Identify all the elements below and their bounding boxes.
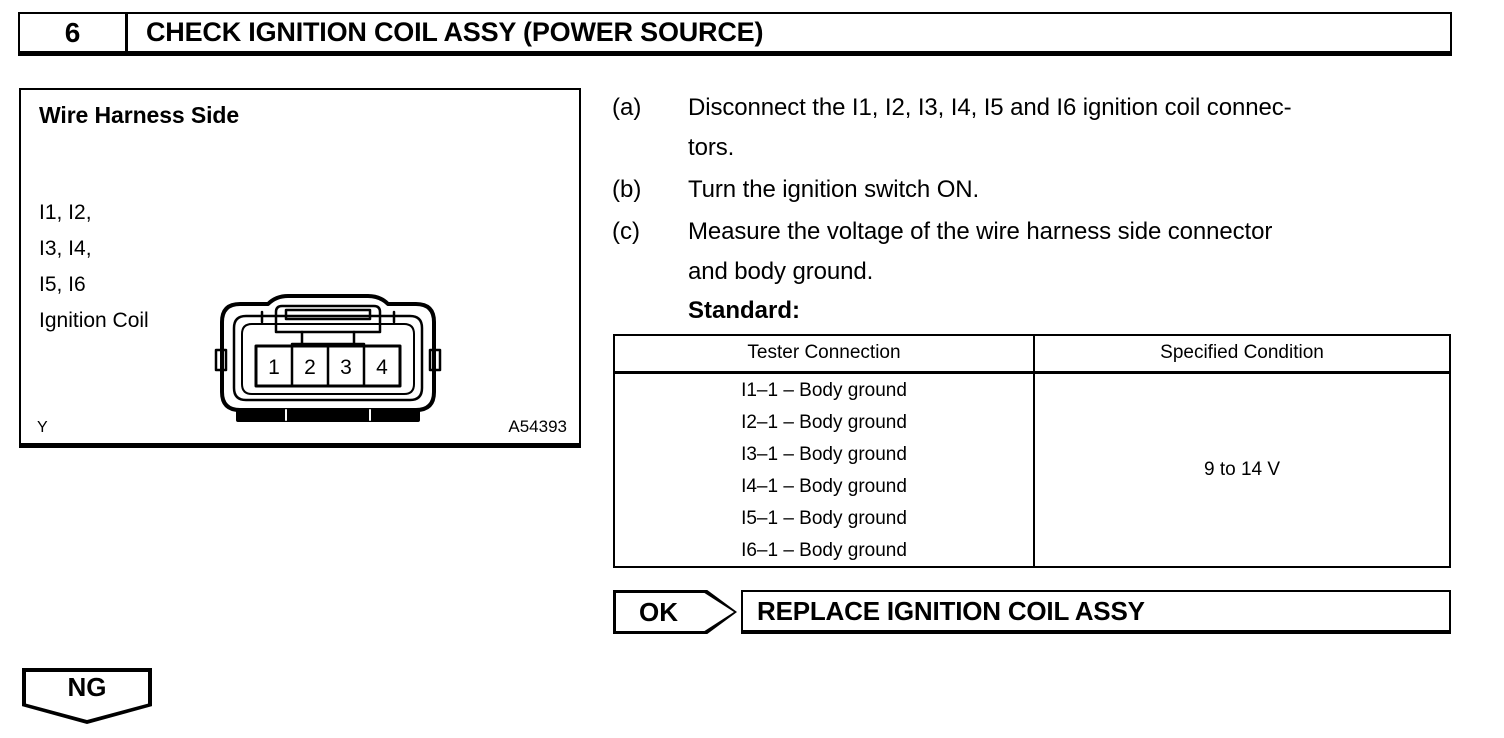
tester-connection-1: I1–1 – Body ground — [613, 371, 1035, 406]
table-row: I2–1 – Body ground — [613, 406, 1450, 438]
procedure-step-c: (c) Measure the voltage of the wire harn… — [612, 212, 1458, 292]
diagram-code-right: A54393 — [508, 417, 567, 436]
procedure-marker-a: (a) — [612, 94, 642, 121]
ok-result-row: OK REPLACE IGNITION COIL ASSY — [613, 590, 1451, 634]
connector-label-line-2: I3, I4, — [39, 237, 92, 260]
ng-badge-label: NG — [67, 672, 107, 702]
procedure-text-a: Disconnect the I1, I2, I3, I4, I5 and I6… — [688, 88, 1292, 168]
pin-number-2: 2 — [304, 356, 316, 379]
step-title: CHECK IGNITION COIL ASSY (POWER SOURCE) — [146, 17, 764, 47]
column-header-tester-connection: Tester Connection — [613, 334, 1035, 374]
procedure-steps: (a) Disconnect the I1, I2, I3, I4, I5 an… — [612, 88, 1458, 328]
pin-number-1: 1 — [268, 356, 280, 379]
tester-connection-2: I2–1 – Body ground — [613, 406, 1035, 438]
table-row: I4–1 – Body ground — [613, 470, 1450, 502]
table-row: I6–1 – Body ground — [613, 534, 1450, 568]
tester-connection-3: I3–1 – Body ground — [613, 438, 1035, 470]
procedure-text-a-line1: Disconnect the I1, I2, I3, I4, I5 and I6… — [688, 94, 1292, 121]
connector-label-block: I1, I2, I3, I4, I5, I6 Ignition Coil — [39, 195, 149, 339]
procedure-step-a: (a) Disconnect the I1, I2, I3, I4, I5 an… — [612, 88, 1458, 168]
table-row: I5–1 – Body ground — [613, 502, 1450, 534]
procedure-marker-b: (b) — [612, 176, 642, 203]
connector-label-line-4: Ignition Coil — [39, 309, 149, 332]
table-header-row: Tester Connection Specified Condition — [613, 334, 1451, 374]
table-row: I1–1 – Body ground 9 to 14 V — [613, 371, 1451, 568]
ok-action-box: REPLACE IGNITION COIL ASSY — [741, 590, 1451, 634]
step-title-cell: CHECK IGNITION COIL ASSY (POWER SOURCE) — [128, 14, 1450, 51]
specification-table: Tester Connection Specified Condition I1… — [613, 334, 1451, 568]
specified-condition-value: 9 to 14 V — [1033, 371, 1451, 568]
connector-label-line-3: I5, I6 — [39, 273, 86, 296]
diagram-code-left: Y — [37, 419, 48, 436]
diagram-title: Wire Harness Side — [39, 102, 240, 128]
tester-connection-6: I6–1 – Body ground — [613, 534, 1035, 568]
procedure-marker-c: (c) — [612, 218, 640, 245]
procedure-text-b: Turn the ignition switch ON. — [688, 170, 979, 210]
step-header-bar: 6 CHECK IGNITION COIL ASSY (POWER SOURCE… — [18, 12, 1452, 56]
ok-action-label: REPLACE IGNITION COIL ASSY — [757, 595, 1145, 626]
step-number-cell: 6 — [20, 14, 128, 51]
procedure-text-b-line1: Turn the ignition switch ON. — [688, 176, 980, 203]
ok-badge-label: OK — [639, 596, 678, 627]
wire-harness-diagram-panel: Wire Harness Side I1, I2, I3, I4, I5, I6… — [19, 88, 581, 448]
connector-svg: 1 2 3 4 — [214, 294, 442, 422]
column-header-specified-condition: Specified Condition — [1033, 334, 1451, 374]
procedure-step-b: (b) Turn the ignition switch ON. — [612, 170, 1458, 210]
procedure-text-c: Measure the voltage of the wire harness … — [688, 212, 1272, 292]
ignition-coil-connector-illustration: 1 2 3 4 — [204, 288, 452, 430]
tester-connection-5: I5–1 – Body ground — [613, 502, 1035, 534]
procedure-text-c-line1: Measure the voltage of the wire harness … — [688, 218, 1273, 245]
pin-number-3: 3 — [340, 356, 352, 379]
tester-connection-4: I4–1 – Body ground — [613, 470, 1035, 502]
pin-number-4: 4 — [376, 356, 388, 379]
connector-label-line-1: I1, I2, — [39, 201, 92, 224]
ok-badge: OK — [613, 590, 737, 634]
procedure-text-c-line2: and body ground. — [688, 258, 874, 285]
standard-label: Standard: — [688, 297, 801, 324]
procedure-text-a-line2: tors. — [688, 134, 735, 161]
step-number: 6 — [64, 16, 81, 48]
table-row: I3–1 – Body ground — [613, 438, 1450, 470]
ng-badge: NG — [22, 668, 152, 724]
